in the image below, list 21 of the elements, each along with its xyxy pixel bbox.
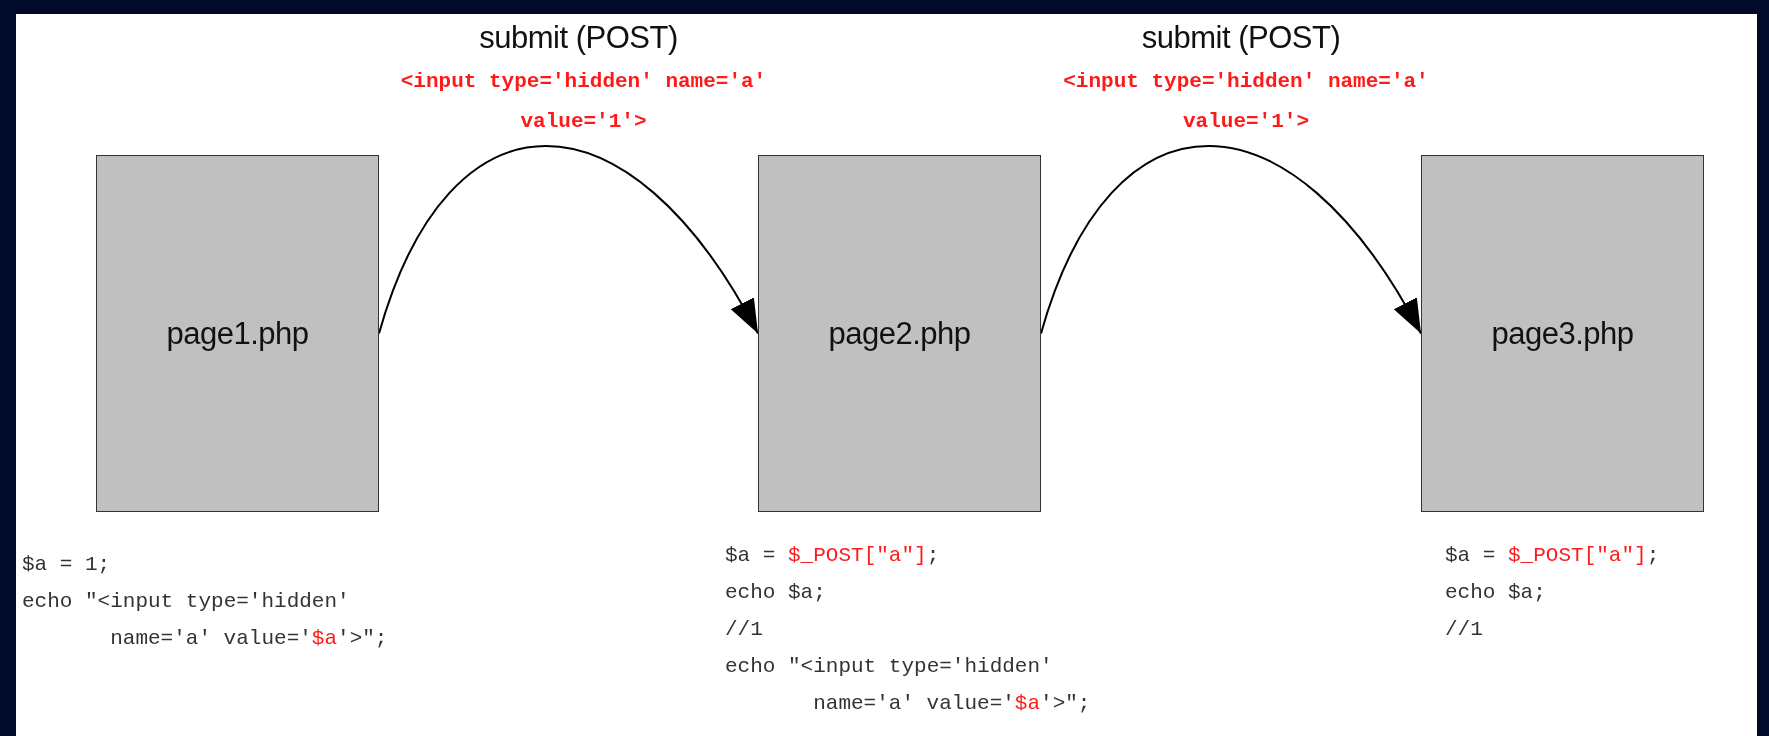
code-line: echo "<input type='hidden' name='a' value='$a'>"; <box>22 589 389 652</box>
code-line: $a = 1; <box>22 552 112 578</box>
page-name: page1.php <box>166 315 309 352</box>
edge-label: submit (POST) <box>1141 20 1341 56</box>
page-name: page3.php <box>1491 315 1634 352</box>
page-box <box>1421 155 1704 512</box>
page-box <box>96 155 379 512</box>
code-line: echo $a; <box>1445 580 1547 606</box>
code-line: //1 <box>725 617 764 643</box>
edge-label: submit (POST) <box>479 20 678 56</box>
code-line: $a = $_POST["a"]; <box>725 543 941 569</box>
code-line: echo "<input type='hidden' name='a' value='$a'>"; <box>725 654 1092 717</box>
curved-arrow <box>378 145 759 335</box>
code-line: $a = $_POST["a"]; <box>1445 543 1661 569</box>
page-box <box>758 155 1041 512</box>
page-name: page2.php <box>828 315 971 352</box>
hidden-input-code: <input type='hidden' name='a' value='1'> <box>399 69 768 135</box>
code-line: echo $a; <box>725 580 827 606</box>
code-line: //1 <box>1445 617 1484 643</box>
hidden-input-code: <input type='hidden' name='a' value='1'> <box>1062 69 1430 135</box>
curved-arrow <box>1040 145 1422 335</box>
